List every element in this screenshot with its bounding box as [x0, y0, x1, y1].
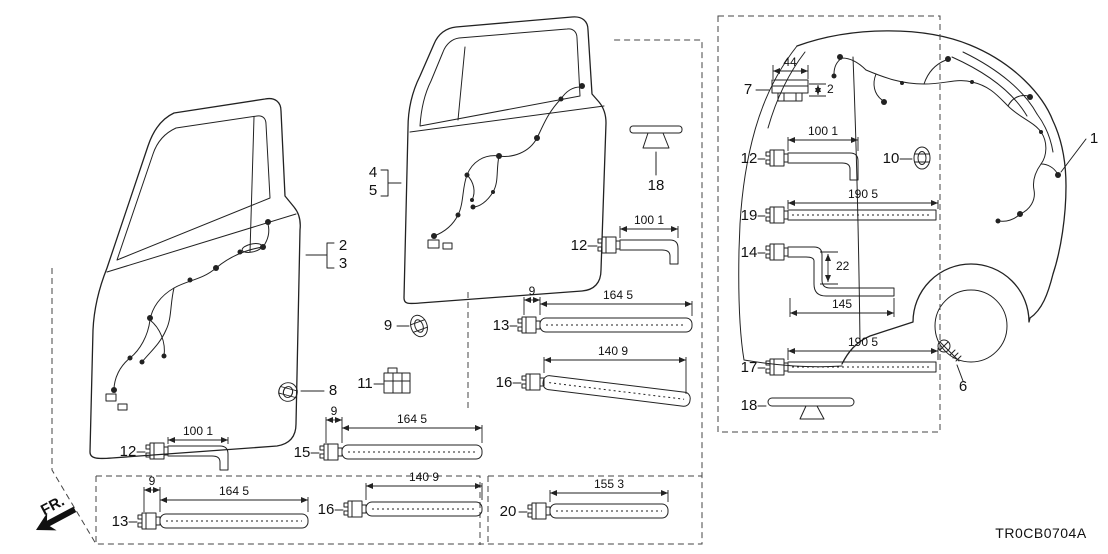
grommet-icon — [913, 146, 931, 170]
assembly-item-12-right: 12 100 1 — [741, 124, 859, 181]
dim-9-13mid-label: 9 — [529, 284, 536, 298]
plug-connector-icon — [765, 206, 789, 224]
callout-18-mid-label: 18 — [648, 177, 665, 194]
plug-connector-icon — [145, 442, 169, 460]
callout-18-right-label: 18 — [741, 397, 758, 414]
assembly-item-19: 19 190 5 — [741, 187, 939, 224]
plug-connector-icon — [319, 443, 343, 461]
assembly-item-6: 6 — [937, 339, 967, 395]
rear-door-outline — [403, 16, 607, 305]
callout-15-label: 15 — [294, 444, 311, 461]
callout-3-label: 3 — [339, 255, 347, 272]
front-door-outline — [89, 97, 301, 460]
dim-140-bottom-label: 140 9 — [409, 470, 439, 484]
dim-155-label: 155 3 — [594, 477, 624, 491]
dim-100-bottom-label: 100 1 — [183, 424, 213, 438]
plug-connector-icon — [137, 512, 161, 530]
callout-5-label: 5 — [369, 182, 377, 199]
callout-12-mid-label: 12 — [571, 237, 588, 254]
callout-8-label: 8 — [329, 382, 337, 399]
callout-19-label: 19 — [741, 207, 758, 224]
plug-connector-icon — [765, 149, 789, 167]
callout-1: 1 — [1060, 130, 1098, 173]
plug-connector-icon — [765, 358, 789, 376]
plug-connector-icon — [527, 502, 551, 520]
rear-door-harness — [427, 83, 585, 250]
assembly-item-13-mid: 13 9 164 5 — [493, 284, 693, 334]
callout-6-label: 6 — [959, 378, 967, 395]
dim-190-19-label: 190 5 — [848, 187, 878, 201]
car-body-outline — [738, 30, 1067, 368]
flat-clip-icon — [767, 397, 855, 420]
front-door-harness — [105, 219, 271, 411]
assembly-item-10: 10 — [883, 146, 931, 170]
callout-14-label: 14 — [741, 244, 758, 261]
callout-4-label: 4 — [369, 164, 377, 181]
dim-2-label: 2 — [827, 82, 834, 96]
dim-22-label: 22 — [836, 259, 850, 273]
assembly-item-9: 9 — [384, 312, 431, 340]
dim-190-17-label: 190 5 — [848, 335, 878, 349]
assembly-item-11: 11 — [357, 367, 411, 394]
callout-4-5: 4 5 — [369, 164, 402, 199]
flat-clip-icon — [629, 125, 683, 149]
callout-11-label: 11 — [357, 375, 373, 392]
assembly-item-7: 7 44 2 — [744, 55, 834, 102]
plug-connector-icon — [343, 500, 367, 518]
callout-16-mid-label: 16 — [496, 374, 513, 391]
fr-arrow-icon — [36, 506, 77, 531]
callout-17-label: 17 — [741, 359, 758, 376]
grommet-icon — [407, 312, 431, 340]
assembly-item-18-mid: 18 — [629, 125, 683, 194]
callout-13-bottom-label: 13 — [112, 513, 129, 530]
callout-9-label: 9 — [384, 317, 392, 334]
dashed-boundaries — [51, 15, 941, 545]
assembly-item-14: 14 22 145 — [741, 243, 895, 317]
assembly-item-8: 8 — [276, 380, 337, 404]
dim-164-15-label: 164 5 — [397, 412, 427, 426]
callout-2-3: 2 3 — [305, 237, 347, 272]
callout-13-mid-label: 13 — [493, 317, 510, 334]
car-body-harness — [831, 54, 1061, 224]
plug-connector-icon — [517, 316, 541, 334]
plug-connector-icon — [521, 373, 545, 391]
connector-7-icon — [771, 79, 809, 102]
callout-10-label: 10 — [883, 150, 900, 167]
dim-9-15-label: 9 — [331, 404, 338, 418]
dim-100-mid-label: 100 1 — [634, 213, 664, 227]
fr-direction-arrow: FR. — [36, 493, 77, 531]
dim-100-right-label: 100 1 — [808, 124, 838, 138]
diagram-code: TR0CB0704A — [995, 525, 1087, 541]
callout-7-label: 7 — [744, 81, 752, 98]
assembly-item-18-right: 18 — [741, 397, 855, 420]
callout-20-label: 20 — [500, 503, 517, 520]
assembly-item-16-mid: 16 140 9 — [496, 344, 691, 407]
callout-1-label: 1 — [1090, 130, 1098, 147]
callout-12-bottom-label: 12 — [120, 443, 137, 460]
dim-164-13bottom-label: 164 5 — [219, 484, 249, 498]
box-connector-icon — [383, 367, 411, 394]
assembly-item-13-bottom: 13 9 164 5 — [112, 474, 309, 530]
assembly-item-16-bottom: 16 140 9 — [318, 470, 483, 518]
dim-140-mid-label: 140 9 — [598, 344, 628, 358]
assembly-item-20: 20 155 3 — [500, 477, 669, 520]
callout-12-right-label: 12 — [741, 150, 758, 167]
dim-9-13bottom-label: 9 — [149, 474, 156, 488]
assembly-item-12-mid: 12 100 1 — [571, 213, 679, 265]
callout-16-bottom-label: 16 — [318, 501, 335, 518]
assembly-item-15: 15 9 164 5 — [294, 404, 483, 461]
plug-connector-icon — [765, 243, 789, 261]
bolt-screw-icon — [937, 339, 962, 362]
dim-44-label: 44 — [783, 55, 797, 69]
dim-164-13mid-label: 164 5 — [603, 288, 633, 302]
callout-2-label: 2 — [339, 237, 347, 254]
assembly-item-12-bottom: 12 100 1 — [120, 424, 229, 471]
assembly-item-17: 17 190 5 — [741, 335, 939, 376]
dim-145-label: 145 — [832, 297, 852, 311]
